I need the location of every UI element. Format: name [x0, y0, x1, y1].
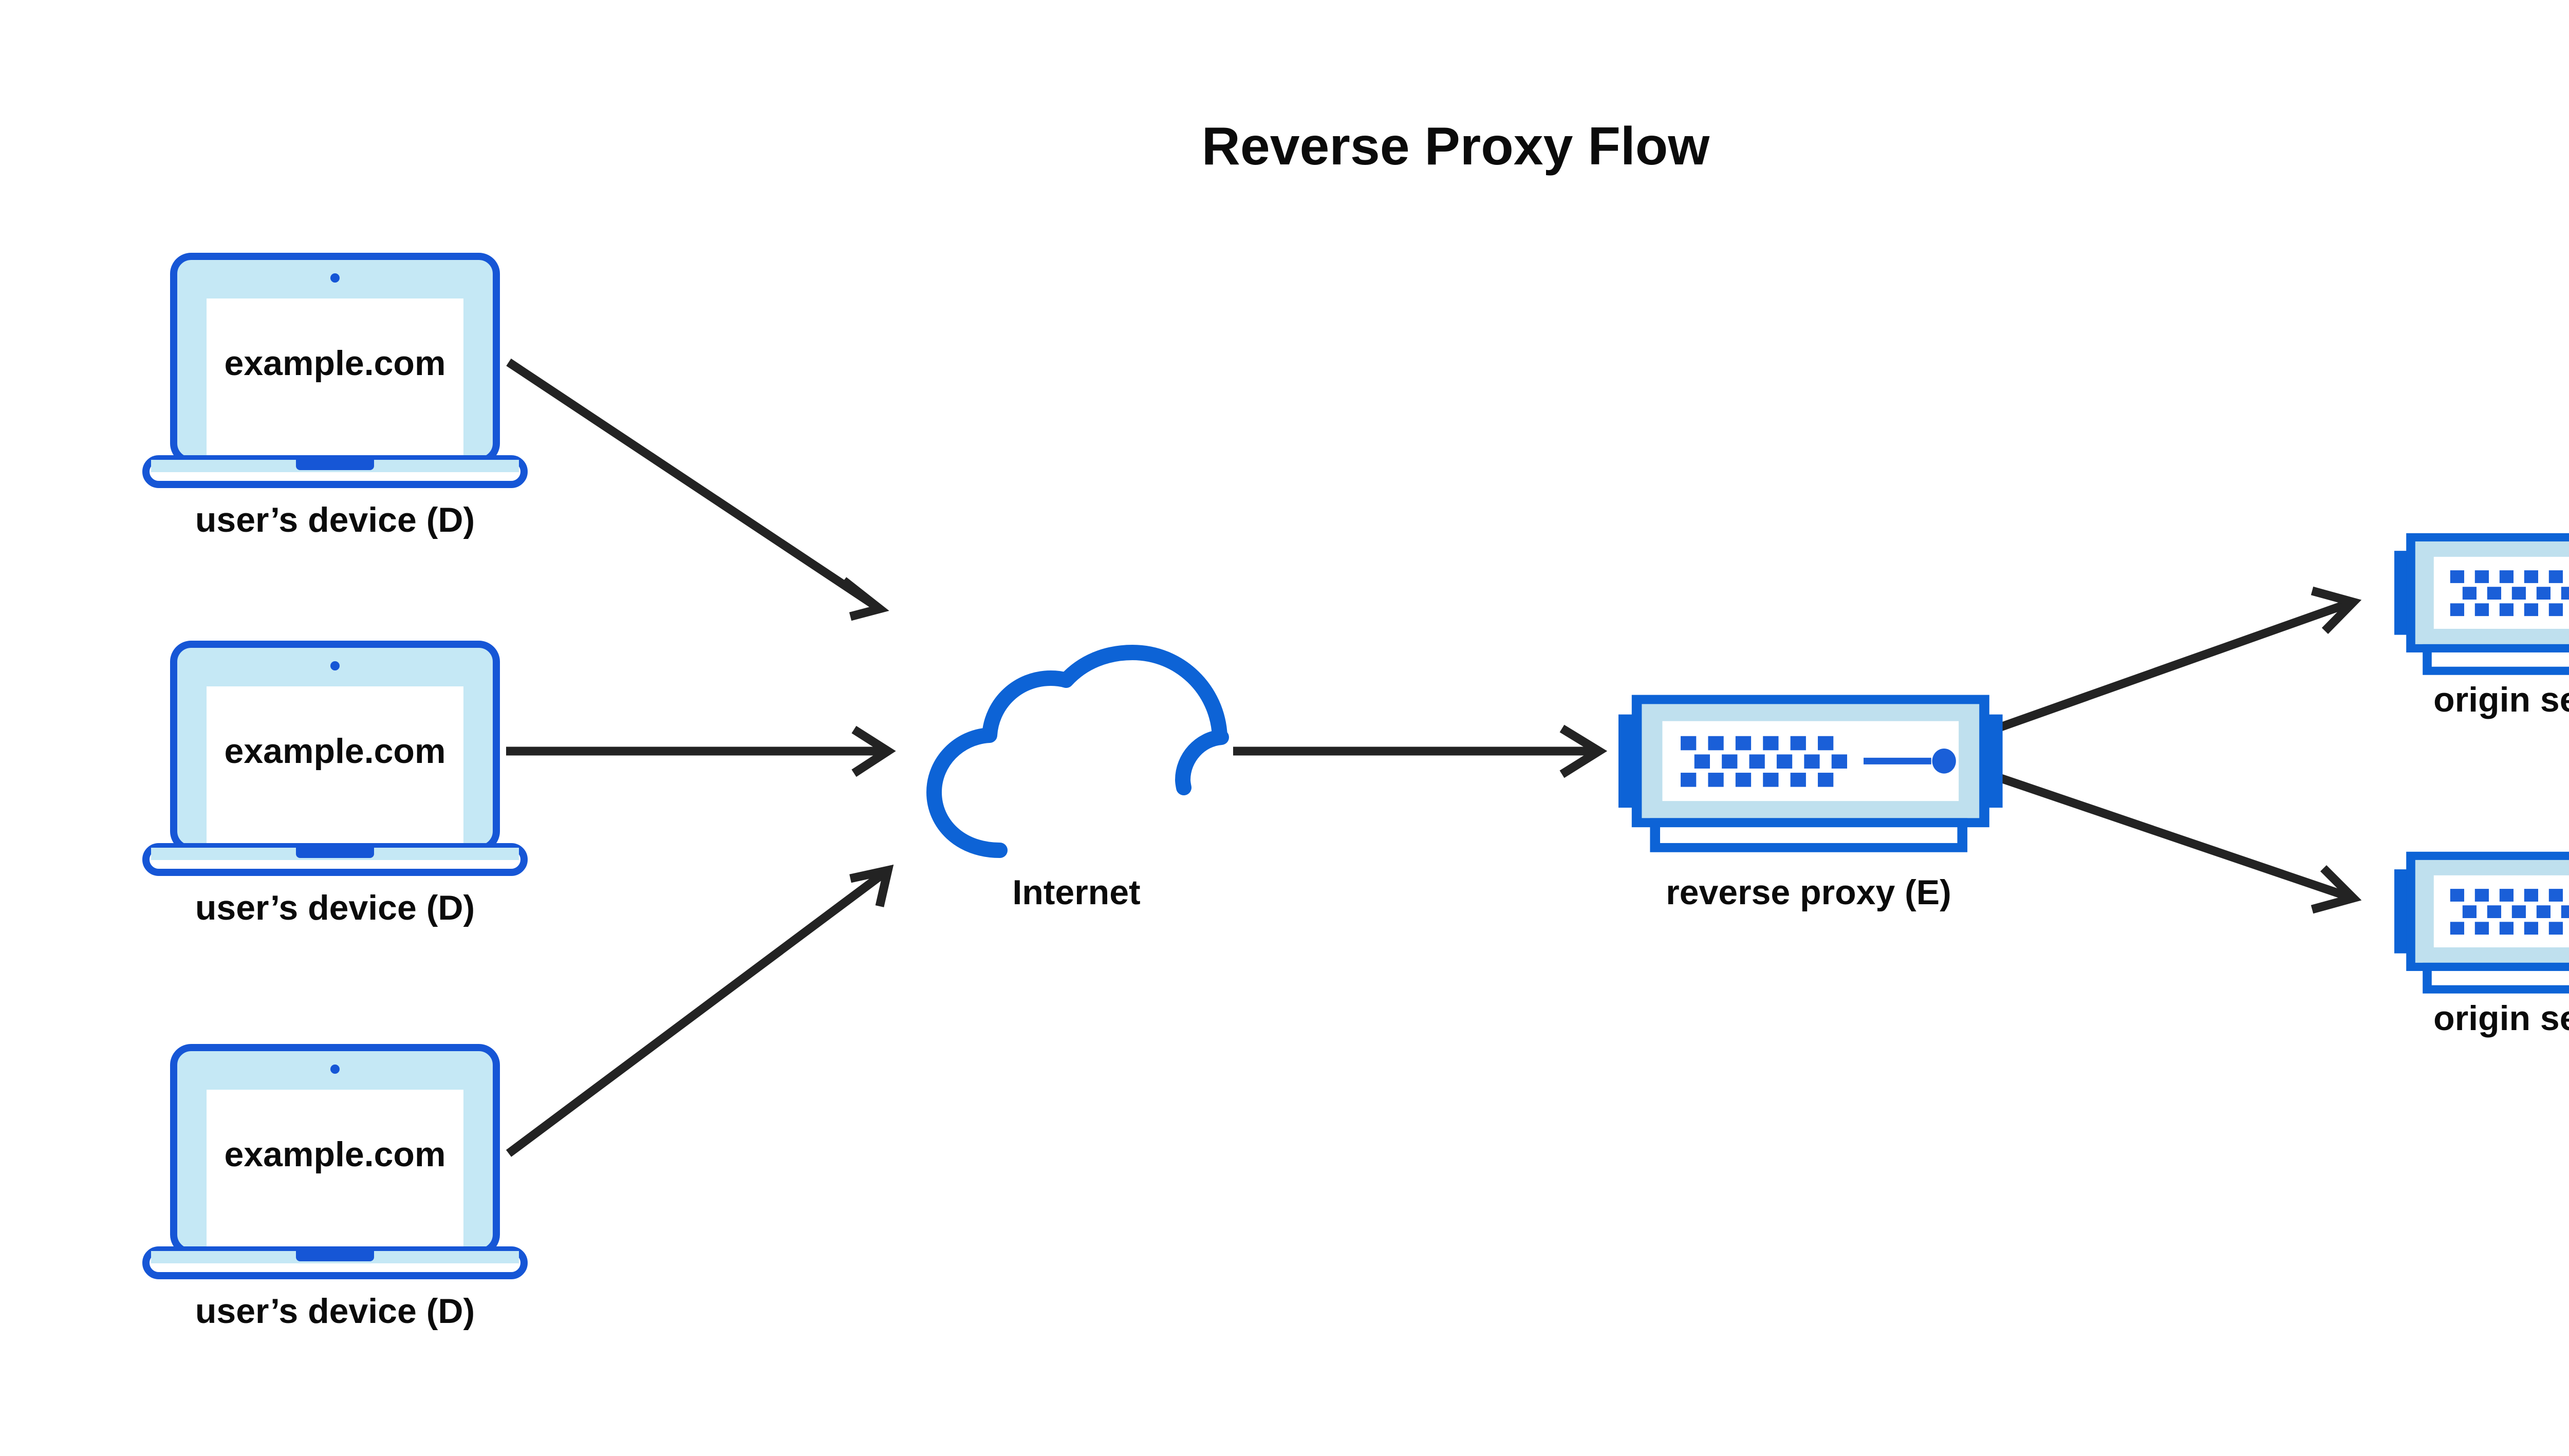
device-top-screen-text: example.com [225, 344, 446, 383]
reverse-proxy-label: reverse proxy (E) [1666, 873, 1951, 912]
arrow-device-top-to-internet [506, 358, 889, 621]
connection-arrows [506, 358, 2362, 1157]
node-device-bottom[interactable]: example.com user’s device (D) [146, 1048, 524, 1331]
origin-server-bottom-label: origin server (F) [2433, 999, 2569, 1038]
arrow-internet-to-reverse-proxy [1233, 724, 1608, 778]
device-bottom-screen-text: example.com [225, 1135, 446, 1174]
device-bottom-label: user’s device (D) [195, 1292, 475, 1331]
node-internet[interactable]: Internet [934, 652, 1221, 912]
node-origin-server-bottom[interactable]: origin server (F) [2394, 856, 2569, 1038]
node-device-top[interactable]: example.com user’s device (D) [146, 256, 524, 539]
node-origin-server-top[interactable]: origin server (F) [2394, 537, 2569, 719]
cloud-icon [934, 652, 1221, 850]
server-icon [1618, 699, 2003, 847]
server-icon [2394, 537, 2569, 671]
server-icon [2394, 856, 2569, 990]
device-middle-label: user’s device (D) [195, 888, 475, 927]
node-device-middle[interactable]: example.com user’s device (D) [146, 644, 524, 927]
device-top-label: user’s device (D) [195, 500, 475, 539]
origin-server-top-label: origin server (F) [2433, 680, 2569, 719]
arrow-device-bottom-to-internet [506, 864, 894, 1157]
device-middle-screen-text: example.com [225, 732, 446, 771]
internet-label: Internet [1012, 873, 1140, 912]
arrow-device-middle-to-internet [506, 725, 896, 777]
arrow-reverse-proxy-to-origin-bottom [1992, 771, 2362, 914]
page-title: Reverse Proxy Flow [1202, 117, 1710, 176]
node-reverse-proxy[interactable]: reverse proxy (E) [1618, 699, 2003, 912]
arrow-reverse-proxy-to-origin-top [1992, 586, 2362, 734]
